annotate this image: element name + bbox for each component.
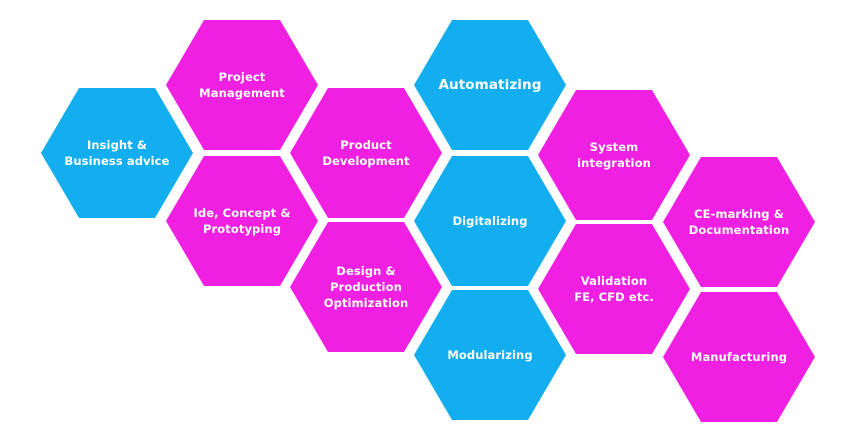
hex-insight: Insight & Business advice — [41, 88, 193, 218]
hex-design-production: Design & Production Optimization — [290, 222, 442, 352]
hex-product-development: Product Development — [290, 88, 442, 218]
hex-digitalizing: Digitalizing — [414, 156, 566, 286]
hex-label-system-integration: System integration — [577, 140, 651, 170]
hex-label-ce-marking: CE-marking & Documentation — [688, 207, 790, 237]
hex-automatizing: Automatizing — [414, 20, 566, 150]
hex-label-digitalizing: Digitalizing — [452, 214, 528, 228]
hex-label-automatizing: Automatizing — [438, 77, 542, 93]
hex-modularizing: Modularizing — [414, 290, 566, 420]
hex-label-insight: Insight & Business advice — [64, 138, 170, 168]
hex-project-management: Project Management — [166, 20, 318, 150]
hex-label-design-production: Design & Production Optimization — [323, 264, 409, 310]
hex-validation: Validation FE, CFD etc. — [538, 224, 690, 354]
hex-label-modularizing: Modularizing — [447, 348, 533, 362]
hex-ide-concept: Ide, Concept & Prototyping — [166, 156, 318, 286]
hex-ce-marking: CE-marking & Documentation — [663, 157, 815, 287]
hex-label-validation: Validation FE, CFD etc. — [574, 274, 654, 304]
hex-label-ide-concept: Ide, Concept & Prototyping — [193, 206, 291, 236]
hex-label-manufacturing: Manufacturing — [690, 350, 788, 364]
hex-manufacturing: Manufacturing — [663, 292, 815, 422]
hex-label-project-management: Project Management — [199, 70, 285, 100]
hex-system-integration: System integration — [538, 90, 690, 220]
hex-label-product-development: Product Development — [322, 138, 410, 168]
